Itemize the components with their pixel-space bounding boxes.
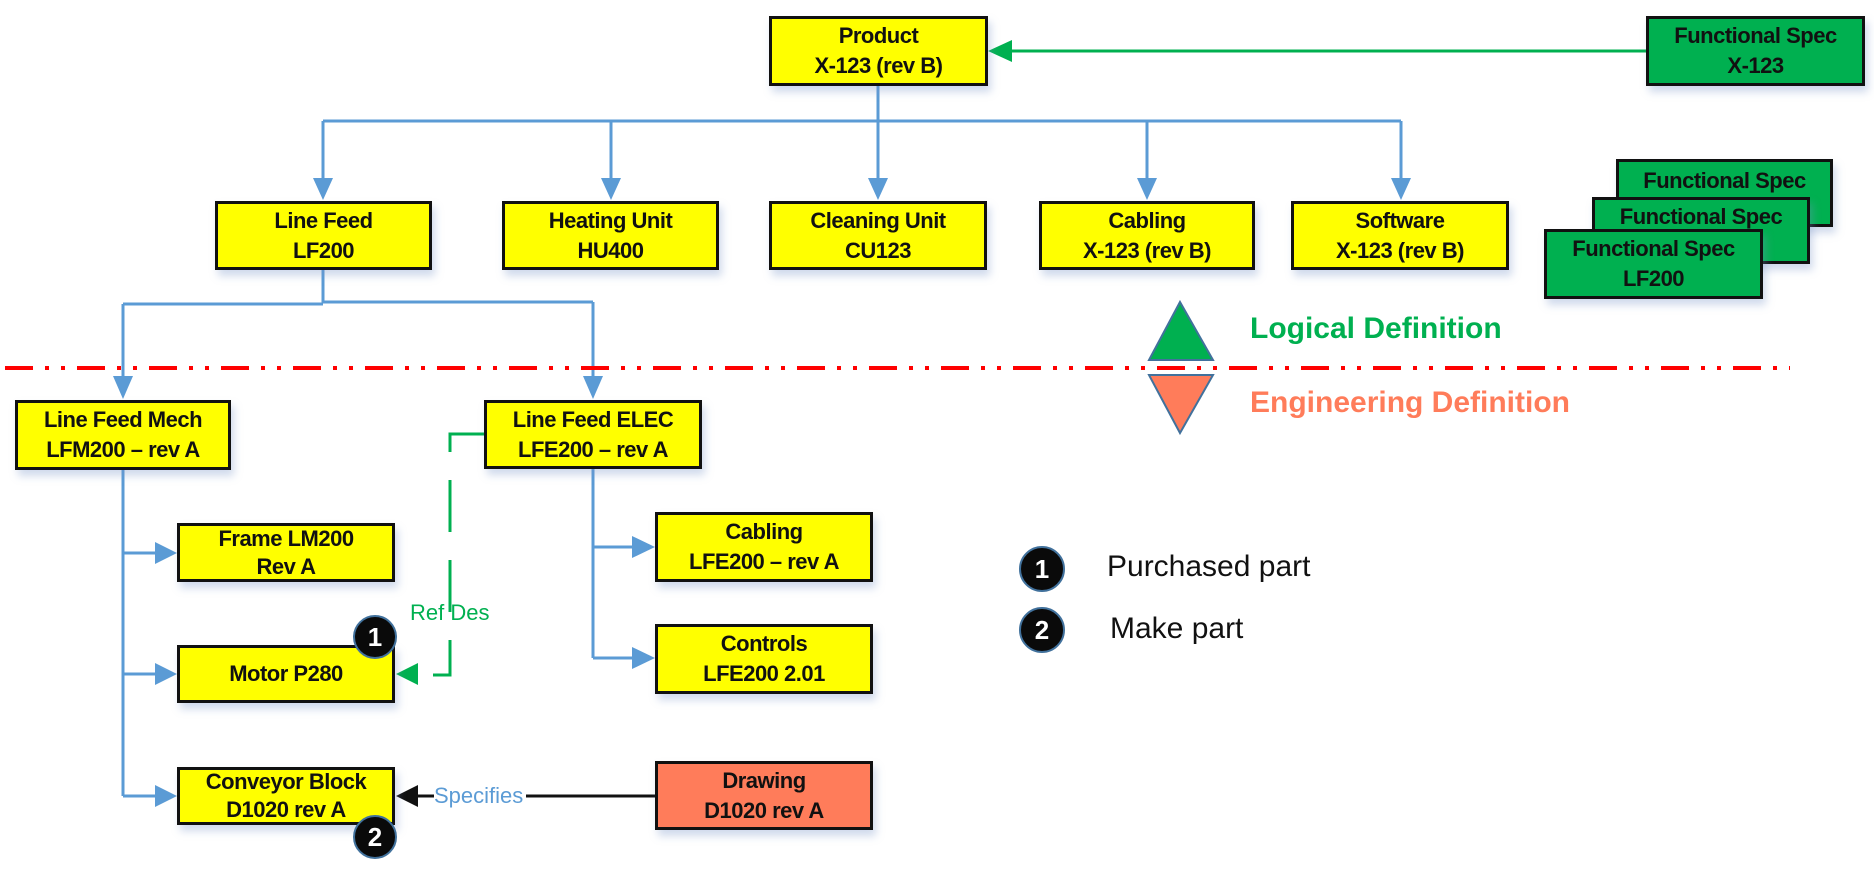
- node-id: LF200: [292, 237, 355, 263]
- purchased-part-badge: 1: [353, 615, 397, 659]
- bom-arrowheads-level2: [113, 376, 603, 399]
- node-id: X-123 (rev B): [814, 53, 943, 78]
- node-controls[interactable]: Controls LFE200 2.01: [655, 624, 873, 694]
- node-title: Cleaning Unit: [810, 207, 946, 233]
- node-drawing[interactable]: Drawing D1020 rev A: [655, 761, 873, 830]
- node-id: X-123 (rev B): [1082, 237, 1212, 263]
- node-title: Line Feed Mech: [43, 407, 203, 432]
- bom-connector-product: [321, 86, 1403, 180]
- node-frame[interactable]: Frame LM200 Rev A: [177, 523, 395, 582]
- legend-make-part-text: Make part: [1110, 612, 1244, 645]
- node-id: D1020 rev A: [704, 797, 824, 823]
- node-id: CU123: [845, 237, 911, 263]
- node-title: Functional Spec: [1572, 236, 1735, 261]
- ref-des-link: [396, 432, 484, 685]
- node-title: Line Feed: [274, 207, 373, 233]
- node-title: Software: [1355, 207, 1445, 233]
- node-title: Product: [838, 23, 919, 48]
- node-title: Line Feed ELEC: [512, 406, 674, 432]
- arrow-to-heating-unit: [601, 178, 621, 200]
- bom-arrowheads-elec: [632, 536, 655, 669]
- node-id: LFE200 – rev A: [689, 549, 839, 574]
- bom-connector-line-feed-mech: [121, 470, 158, 798]
- node-motor[interactable]: Motor P280: [177, 645, 395, 703]
- logical-definition-label: Logical Definition: [1250, 312, 1502, 345]
- node-product[interactable]: Product X-123 (rev B): [769, 16, 988, 86]
- arrow-to-software: [1391, 178, 1411, 200]
- node-id: D1020 rev A: [226, 797, 346, 822]
- node-id: LFM200 – rev A: [46, 437, 200, 462]
- arrow-to-motor: [155, 663, 177, 685]
- node-cleaning-unit[interactable]: Cleaning Unit CU123: [769, 201, 987, 270]
- arrow-to-cabling-elec: [632, 536, 655, 558]
- arrow-to-cabling-top: [1137, 178, 1157, 200]
- bom-arrowheads-mech: [155, 542, 177, 807]
- node-title: Motor P280: [229, 661, 343, 686]
- node-id: X-123 (rev B): [1335, 237, 1465, 263]
- specifies-label: Specifies: [434, 783, 524, 808]
- node-title: Drawing: [722, 767, 806, 793]
- node-cabling-elec[interactable]: Cabling LFE200 – rev A: [655, 512, 873, 582]
- arrow-to-controls: [632, 647, 655, 669]
- bom-arrowheads-level1: [313, 178, 1411, 200]
- node-title: Functional Spec: [1674, 23, 1837, 48]
- node-title: Functional Spec: [1643, 168, 1806, 193]
- specifies-link: [396, 785, 655, 807]
- node-title: Frame LM200: [218, 525, 354, 551]
- node-title: Heating Unit: [548, 207, 673, 233]
- arrow-to-product: [988, 40, 1012, 62]
- node-line-feed[interactable]: Line Feed LF200: [215, 201, 432, 270]
- make-part-badge: 2: [353, 815, 397, 859]
- arrow-to-line-feed-mech: [113, 376, 133, 399]
- arrow-to-line-feed-elec: [583, 376, 603, 399]
- bom-connector-line-feed: [121, 270, 595, 378]
- node-id: LFE200 2.01: [703, 661, 825, 686]
- node-id: HU400: [577, 237, 644, 263]
- node-conveyor-block[interactable]: Conveyor Block D1020 rev A: [177, 767, 395, 825]
- arrow-to-motor-refdes: [396, 663, 418, 685]
- legend-purchased-part-text: Purchased part: [1107, 550, 1311, 583]
- legend-badge-purchased: 1: [1019, 546, 1065, 592]
- node-functional-spec-x123[interactable]: Functional Spec X-123: [1646, 16, 1865, 86]
- arrow-to-conveyor-block-specifies: [396, 785, 418, 807]
- spec-link-product: [988, 40, 1646, 62]
- ref-des-label: Ref Des: [410, 600, 490, 625]
- node-heating-unit[interactable]: Heating Unit HU400: [502, 201, 719, 270]
- node-line-feed-elec[interactable]: Line Feed ELEC LFE200 – rev A: [484, 400, 702, 469]
- engineering-down-triangle-icon: [1147, 374, 1215, 436]
- engineering-definition-label: Engineering Definition: [1250, 386, 1570, 419]
- node-functional-spec-lf200[interactable]: Functional Spec LF200: [1544, 229, 1763, 299]
- arrow-to-cleaning-unit: [868, 178, 888, 200]
- arrow-to-conveyor-block: [155, 785, 177, 807]
- node-software[interactable]: Software X-123 (rev B): [1291, 201, 1509, 270]
- node-id: Rev A: [256, 553, 316, 579]
- legend-badge-make: 2: [1019, 607, 1065, 653]
- node-title: Controls: [720, 631, 808, 656]
- node-id: X-123: [1727, 53, 1784, 78]
- bom-connector-line-feed-elec: [591, 469, 634, 660]
- node-title: Functional Spec: [1619, 204, 1783, 229]
- logical-up-triangle-icon: [1147, 299, 1215, 361]
- node-id: LF200: [1622, 266, 1685, 291]
- arrow-to-frame: [155, 542, 177, 564]
- arrow-to-line-feed: [313, 178, 333, 200]
- node-line-feed-mech[interactable]: Line Feed Mech LFM200 – rev A: [15, 400, 231, 470]
- node-title: Cabling: [1108, 207, 1186, 233]
- node-title: Cabling: [725, 519, 803, 544]
- node-cabling-top[interactable]: Cabling X-123 (rev B): [1039, 201, 1255, 270]
- node-title: Conveyor Block: [205, 769, 367, 794]
- node-id: LFE200 – rev A: [518, 436, 668, 462]
